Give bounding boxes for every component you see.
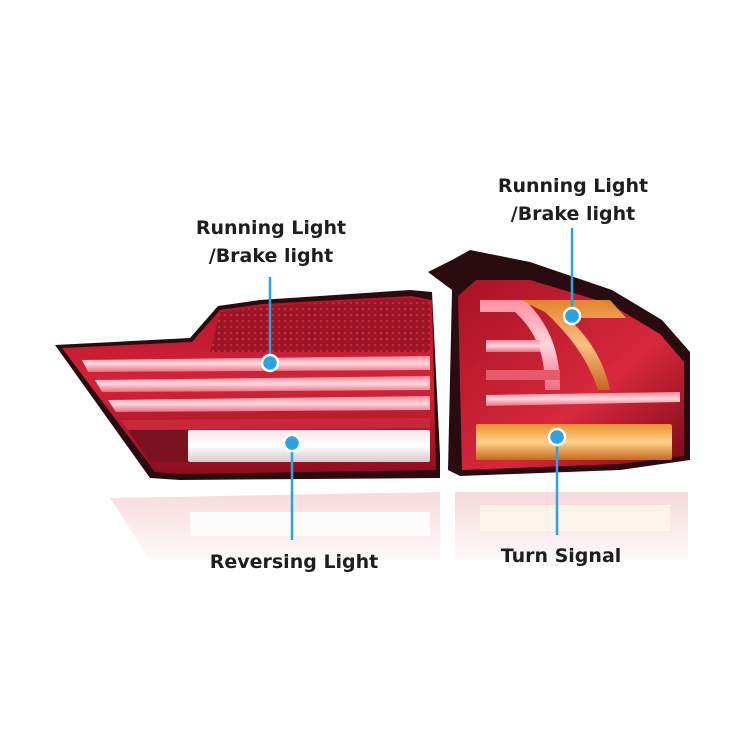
callout-dot-right-running: [562, 306, 582, 326]
label-right-running-line2: /Brake light: [510, 203, 636, 225]
label-turn-signal: Turn Signal: [486, 542, 636, 570]
floor-reflection: [100, 490, 700, 570]
running-light-bar-1: [82, 356, 430, 372]
running-light-bar-3: [108, 396, 430, 412]
callout-dot-turn-signal: [547, 427, 567, 447]
label-right-running-line1: Running Light: [497, 175, 649, 197]
callouts: [268, 228, 574, 540]
left-tail-lamp: [55, 290, 440, 480]
callout-dot-left-running: [260, 353, 280, 373]
label-left-running-line1: Running Light: [195, 217, 347, 239]
reversing-light-lens: [188, 430, 430, 462]
right-tail-lamp: [428, 250, 690, 476]
running-light-bar-2: [95, 376, 430, 392]
label-left-running-line2: /Brake light: [208, 245, 334, 267]
turn-signal-lens: [476, 424, 672, 460]
callout-dot-reversing: [282, 433, 302, 453]
label-turn-signal-text: Turn Signal: [500, 545, 622, 567]
right-running-light-curve: [480, 300, 560, 390]
label-reversing-text: Reversing Light: [209, 551, 379, 573]
label-right-running-brake: Running Light /Brake light: [488, 172, 658, 228]
label-reversing-light: Reversing Light: [204, 548, 384, 576]
label-left-running-brake: Running Light /Brake light: [186, 214, 356, 270]
